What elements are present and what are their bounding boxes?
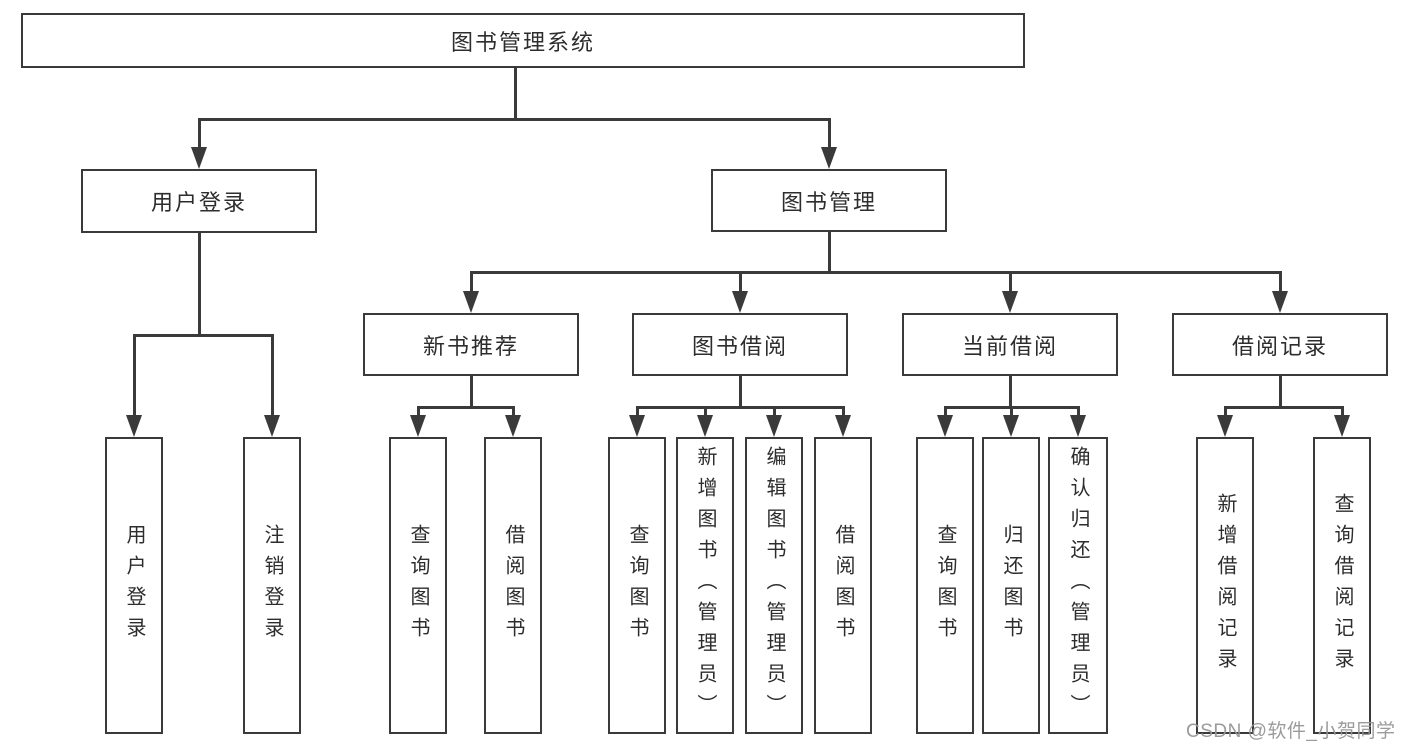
connector-line — [469, 272, 473, 296]
connector-line — [1008, 374, 1012, 408]
node-library-management-system: 图书管理系统 — [21, 13, 1025, 68]
arrowhead-down-icon — [1002, 291, 1018, 313]
connector-line — [1278, 272, 1282, 296]
node-new-book-recommend: 新书推荐 — [363, 313, 579, 376]
arrowhead-down-icon — [1003, 415, 1019, 437]
leaf-borrow-books-recommend: 借阅图书 — [484, 437, 542, 734]
connector-line — [513, 66, 517, 120]
leaf-logout: 注销登录 — [243, 437, 301, 734]
connector-line — [943, 407, 947, 419]
arrowhead-down-icon — [821, 147, 837, 169]
connector-line — [511, 407, 515, 419]
leaf-add-books-admin: 新增图书（管理员） — [676, 437, 734, 734]
leaf-query-borrow-record: 查询借阅记录 — [1313, 437, 1371, 734]
connector-line — [827, 119, 831, 154]
connector-line — [132, 335, 136, 419]
leaf-query-books-recommend: 查询图书 — [389, 437, 447, 734]
leaf-confirm-return-admin: 确认归还（管理员） — [1048, 437, 1108, 734]
connector-line — [417, 406, 515, 409]
arrowhead-down-icon — [937, 415, 953, 437]
node-current-borrowing: 当前借阅 — [902, 313, 1118, 376]
connector-line — [738, 374, 742, 408]
connector-line — [1008, 272, 1012, 296]
connector-line — [1340, 407, 1344, 419]
leaf-query-books-current: 查询图书 — [916, 437, 974, 734]
connector-line — [1278, 374, 1282, 408]
leaf-edit-books-admin: 编辑图书（管理员） — [745, 437, 803, 734]
arrowhead-down-icon — [126, 415, 142, 437]
arrowhead-down-icon — [732, 291, 748, 313]
leaf-return-books: 归还图书 — [982, 437, 1040, 734]
leaf-borrow-books-borrowing: 借阅图书 — [814, 437, 872, 734]
connector-line — [636, 406, 845, 409]
arrowhead-down-icon — [835, 415, 851, 437]
connector-line — [198, 118, 831, 121]
node-book-borrowing: 图书借阅 — [632, 313, 848, 376]
arrowhead-down-icon — [191, 147, 207, 169]
connector-line — [197, 231, 201, 337]
csdn-watermark: CSDN @软件_小贺同学 — [1186, 721, 1396, 742]
node-user-login: 用户登录 — [81, 169, 317, 233]
connector-line — [703, 407, 707, 419]
connector-line — [827, 231, 831, 274]
connector-line — [635, 407, 639, 419]
connector-line — [470, 271, 1282, 274]
arrowhead-down-icon — [1217, 415, 1233, 437]
arrowhead-down-icon — [410, 415, 426, 437]
connector-line — [738, 272, 742, 296]
connector-line — [1076, 407, 1080, 419]
arrowhead-down-icon — [1070, 415, 1086, 437]
connector-line — [197, 119, 201, 154]
connector-line — [841, 407, 845, 419]
arrowhead-down-icon — [766, 415, 782, 437]
arrowhead-down-icon — [1272, 291, 1288, 313]
connector-line — [1009, 407, 1013, 419]
arrowhead-down-icon — [264, 415, 280, 437]
connector-line — [1223, 407, 1227, 419]
node-book-management: 图书管理 — [711, 169, 947, 232]
connector-line — [416, 407, 420, 419]
connector-line — [772, 407, 776, 419]
connector-line — [1224, 406, 1344, 409]
arrowhead-down-icon — [697, 415, 713, 437]
arrowhead-down-icon — [505, 415, 521, 437]
arrowhead-down-icon — [463, 291, 479, 313]
connector-line — [270, 335, 274, 419]
leaf-add-borrow-record: 新增借阅记录 — [1196, 437, 1254, 734]
leaf-query-books-borrowing: 查询图书 — [608, 437, 666, 734]
arrowhead-down-icon — [1334, 415, 1350, 437]
arrowhead-down-icon — [629, 415, 645, 437]
leaf-user-login: 用户登录 — [105, 437, 163, 734]
connector-line — [133, 334, 274, 337]
connector-line — [469, 374, 473, 408]
node-borrowing-records: 借阅记录 — [1172, 313, 1388, 376]
